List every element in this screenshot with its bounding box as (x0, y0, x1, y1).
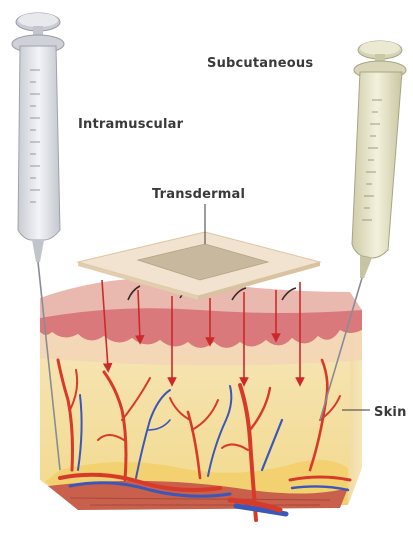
label-subcutaneous: Subcutaneous (207, 56, 313, 71)
label-transdermal: Transdermal (152, 187, 245, 202)
label-skin: Skin (374, 405, 407, 420)
plunger-cap-top (360, 41, 400, 55)
syringe-tip (360, 256, 372, 278)
syringe-tip (32, 240, 44, 262)
label-intramuscular: Intramuscular (78, 117, 183, 132)
plunger-cap-top (18, 13, 58, 27)
barrel (18, 46, 60, 240)
